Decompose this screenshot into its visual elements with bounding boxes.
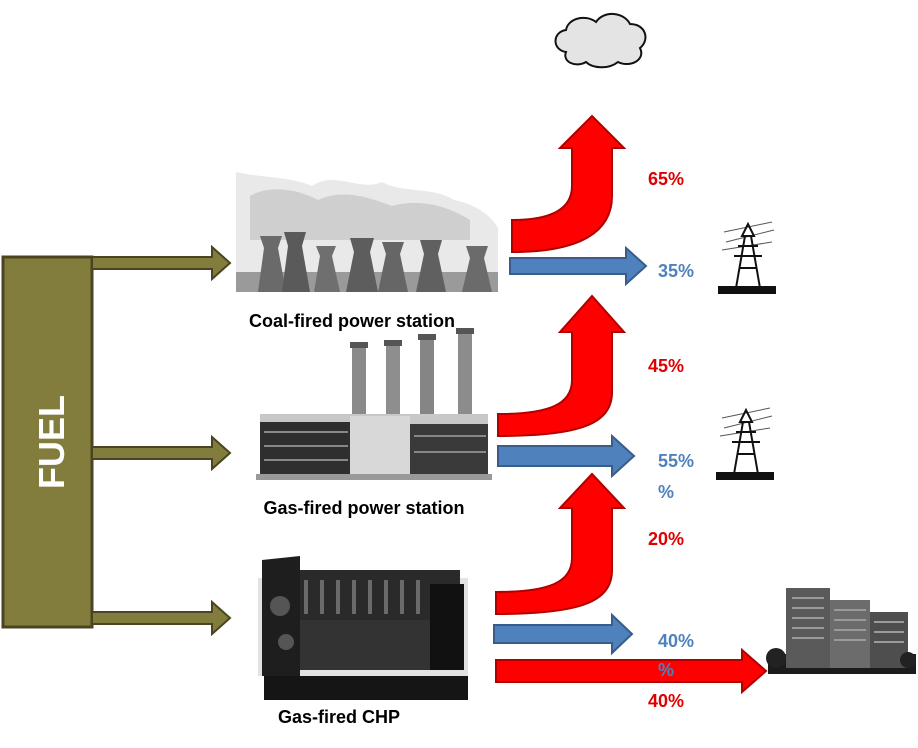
chp-useful-heat-pct: 40%: [648, 691, 684, 711]
fuel-arrow-gas: [91, 434, 232, 472]
coal-station-label: Coal-fired power station: [249, 311, 455, 331]
gas-electricity-pct-line2: %: [658, 482, 674, 502]
pylon-icon: [716, 402, 774, 480]
fuel-label: FUEL: [31, 395, 72, 489]
gas-electricity-pct-line1: 55%: [658, 451, 694, 471]
gas-power-station-picture: [256, 328, 492, 480]
pylon-icon: [718, 216, 776, 294]
electricity-arrow-coal: [509, 245, 648, 287]
useful-heat-arrow-chp: [495, 647, 768, 695]
fuel-arrow-coal: [91, 244, 232, 282]
smoke-cloud-icon: [554, 13, 647, 69]
fuel-arrow-chp: [91, 599, 232, 637]
building-icon: [766, 588, 916, 674]
chp-electricity-pct-line1: 40%: [658, 631, 694, 651]
coal-power-station-picture: [236, 172, 498, 292]
chp-heat-loss-pct: 20%: [648, 529, 684, 549]
coal-electricity-pct: 35%: [658, 261, 694, 281]
electricity-arrow-gas: [497, 433, 636, 479]
chp-electricity-pct-line2: %: [658, 660, 674, 680]
chp-label: Gas-fired CHP: [278, 707, 400, 727]
fuel-box: FUEL: [1, 255, 94, 629]
heat-loss-arrow-coal: [511, 114, 627, 254]
heat-loss-arrow-gas: [497, 294, 627, 438]
coal-heat-loss-pct: 65%: [648, 169, 684, 189]
chp-engine-picture: [258, 556, 468, 700]
heat-loss-arrow-chp: [495, 472, 627, 616]
gas-heat-loss-pct: 45%: [648, 356, 684, 376]
gas-station-label: Gas-fired power station: [263, 498, 464, 518]
electricity-arrow-chp: [493, 612, 634, 656]
